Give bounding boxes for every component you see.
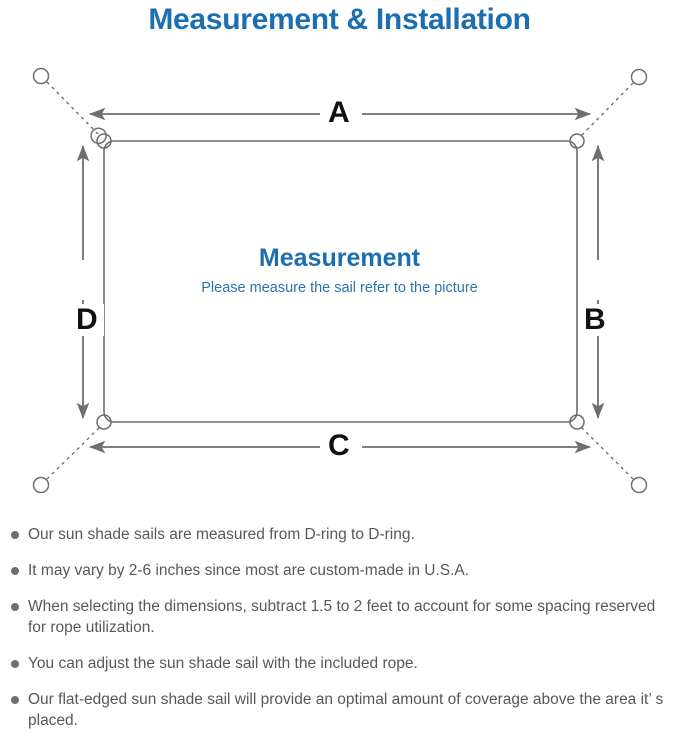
d-ring-top-left (32, 67, 50, 85)
list-item: You can adjust the sun shade sail with t… (0, 653, 679, 674)
bullet-icon (11, 696, 19, 704)
list-item-text: Our flat-edged sun shade sail will provi… (28, 691, 664, 729)
rope-bottom-left (46, 427, 100, 480)
d-ring-top-right (630, 68, 648, 86)
dimension-label-a: A (322, 97, 356, 129)
dimension-label-d: D (70, 304, 104, 336)
list-item: Our sun shade sails are measured from D-… (0, 524, 679, 545)
page-title: Measurement & Installation (148, 3, 531, 36)
corner-ring-bottom-right (569, 414, 585, 430)
bullet-icon (11, 567, 19, 575)
rope-top-right (581, 82, 634, 136)
d-ring-bottom-right (630, 476, 648, 494)
corner-ring-top-right (569, 133, 585, 149)
list-item-text: You can adjust the sun shade sail with t… (28, 655, 418, 672)
list-item-text: Our sun shade sails are measured from D-… (28, 526, 415, 543)
corner-ring-bottom-left (96, 414, 112, 430)
list-item: When selecting the dimensions, subtract … (0, 596, 679, 638)
corner-ring-top-left (96, 133, 112, 149)
rope-top-left (46, 81, 100, 136)
bullet-icon (11, 660, 19, 668)
bullet-icon (11, 531, 19, 539)
list-item: It may vary by 2-6 inches since most are… (0, 560, 679, 581)
sail-outline (103, 140, 578, 423)
measurement-diagram: Measurement Please measure the sail refe… (0, 48, 679, 518)
notes-list: Our sun shade sails are measured from D-… (0, 524, 679, 746)
dimension-label-c: C (322, 430, 356, 462)
diagram-svg (32, 67, 648, 494)
list-item: Our flat-edged sun shade sail will provi… (0, 689, 679, 731)
sail-measurement-heading: Measurement (258, 244, 421, 272)
d-ring-bottom-left (32, 476, 50, 494)
dimension-label-b: B (578, 304, 612, 336)
list-item-text: When selecting the dimensions, subtract … (28, 598, 656, 636)
sail-measurement-subtext: Please measure the sail refer to the pic… (201, 280, 478, 296)
list-item-text: It may vary by 2-6 inches since most are… (28, 562, 470, 579)
rope-bottom-right (581, 427, 634, 480)
bullet-icon (11, 603, 19, 611)
